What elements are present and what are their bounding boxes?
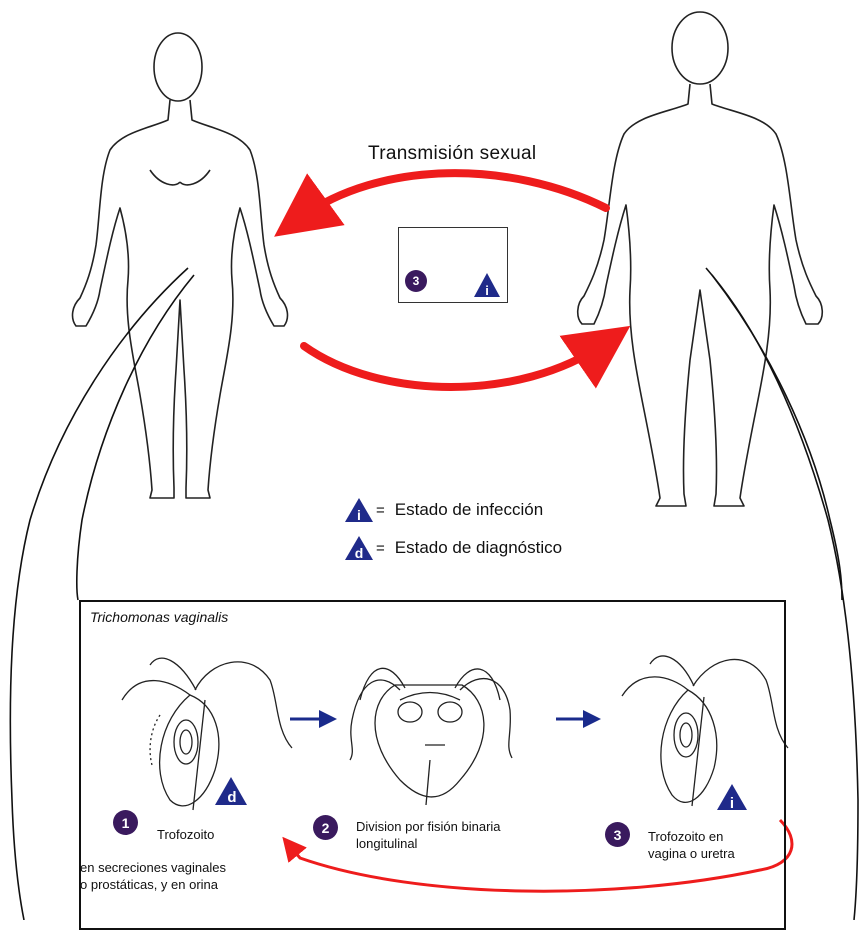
step-3-infection-icon: i bbox=[716, 783, 748, 811]
transmission-arrow-top bbox=[300, 173, 606, 218]
step-3-label-line2: vagina o uretra bbox=[648, 845, 735, 862]
step-1-badge: 1 bbox=[113, 810, 138, 835]
step-3-label-line1: Trofozoito en bbox=[648, 828, 723, 845]
legend-diagnostic-label: Estado de diagnóstico bbox=[395, 538, 562, 558]
svg-text:d: d bbox=[355, 545, 364, 561]
step-1-label: Trofozoito bbox=[157, 826, 214, 843]
step-2-label-line2: longitulinal bbox=[356, 835, 417, 852]
legend-equals: = bbox=[376, 502, 385, 519]
inset-step-badge: 3 bbox=[405, 270, 427, 292]
step-3-badge: 3 bbox=[605, 822, 630, 847]
step-1-note-line2: o prostáticas, y en orina bbox=[80, 876, 218, 893]
female-figure bbox=[73, 33, 288, 498]
legend-infection: i = Estado de infección bbox=[344, 497, 543, 523]
svg-text:i: i bbox=[730, 795, 734, 811]
diagram-title: Transmisión sexual bbox=[368, 143, 536, 165]
legend-diagnostic: d = Estado de diagnóstico bbox=[344, 535, 562, 561]
inset-box: 3 i bbox=[398, 227, 508, 303]
transmission-arrow-bottom bbox=[304, 344, 604, 387]
male-figure bbox=[578, 12, 823, 506]
legend-equals: = bbox=[376, 540, 385, 557]
svg-text:i: i bbox=[357, 507, 361, 523]
svg-text:i: i bbox=[485, 283, 489, 298]
step-1-diagnostic-icon: d bbox=[214, 776, 248, 806]
step-2-label-line1: Division por fisión binaria bbox=[356, 818, 501, 835]
step-2-badge: 2 bbox=[313, 815, 338, 840]
inset-infection-icon: i bbox=[473, 272, 501, 298]
step-1-note-line1: en secreciones vaginales bbox=[80, 859, 226, 876]
diagnostic-stage-icon: d bbox=[344, 535, 374, 561]
species-name: Trichomonas vaginalis bbox=[90, 609, 228, 625]
legend-infection-label: Estado de infección bbox=[395, 500, 543, 520]
infection-stage-icon: i bbox=[344, 497, 374, 523]
svg-text:d: d bbox=[227, 789, 236, 806]
